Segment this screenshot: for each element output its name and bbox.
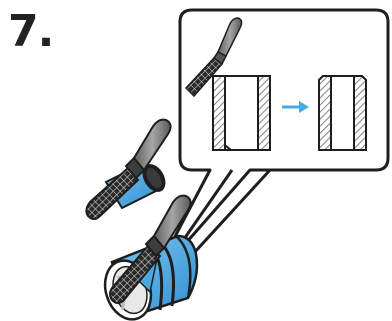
- hand-file-icon: [85, 118, 172, 220]
- pipe-cross-section-before: [212, 75, 271, 151]
- deburring-scraper-icon: [184, 17, 243, 98]
- step-number: 7.: [8, 6, 54, 57]
- pipe-cross-section-after: [318, 75, 367, 151]
- pipe-with-scraper: [103, 194, 199, 321]
- right-arrow-icon: [282, 101, 309, 113]
